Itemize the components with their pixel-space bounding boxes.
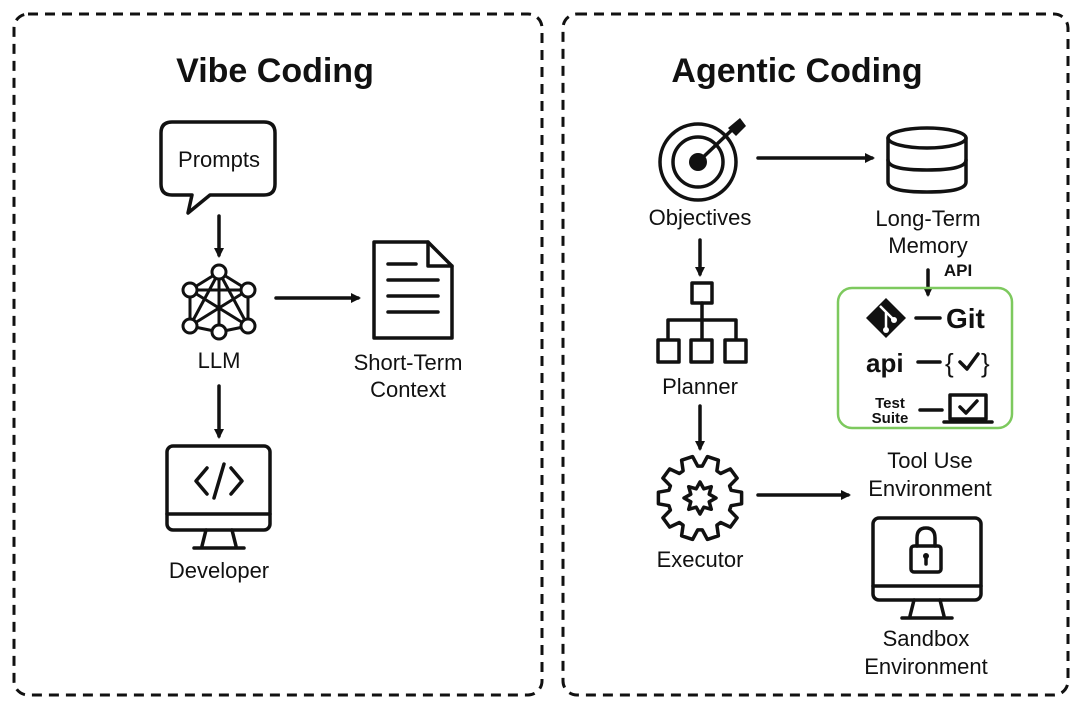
developer-label: Developer: [169, 558, 269, 583]
llm-label: LLM: [198, 348, 241, 373]
sandbox-label-2: Environment: [864, 654, 988, 679]
vibe-panel: [12, 12, 544, 697]
context-label-2: Context: [370, 377, 446, 402]
executor-label: Executor: [657, 547, 744, 572]
agentic-panel: [561, 12, 1070, 697]
monitor-lock-icon: [871, 516, 983, 620]
git-label: Git: [946, 303, 985, 334]
database-icon: [886, 126, 968, 194]
memory-label-1: Long-Term: [875, 206, 980, 231]
context-label-1: Short-Term: [354, 350, 463, 375]
agentic-title: Agentic Coding: [671, 52, 922, 90]
neural-network-icon: [181, 263, 257, 341]
test-label-1: Test: [875, 395, 905, 412]
tool-env-label-1: Tool Use: [887, 448, 973, 473]
test-label-2: Suite: [872, 410, 909, 427]
sandbox-label-1: Sandbox: [883, 626, 970, 651]
code-check-icon: { }: [945, 348, 990, 378]
target-icon: [658, 118, 746, 202]
tools-box: Git api { } Test Suite: [836, 286, 1014, 430]
api-tool-label: api: [866, 348, 904, 378]
svg-text:{: {: [945, 348, 954, 378]
monitor-code-icon: [165, 444, 272, 550]
planner-label: Planner: [662, 374, 738, 399]
laptop-check-icon: [942, 393, 994, 424]
prompts-label: Prompts: [178, 147, 260, 172]
tools-box-border: [836, 286, 1014, 430]
tool-env-label-2: Environment: [868, 476, 992, 501]
objectives-label: Objectives: [649, 205, 752, 230]
api-label: API: [944, 261, 972, 280]
speech-bubble-icon: [159, 120, 277, 215]
gear-icon: [656, 454, 744, 542]
git-logo-icon: [866, 298, 906, 338]
memory-label-2: Memory: [888, 233, 967, 258]
vibe-title: Vibe Coding: [176, 52, 374, 90]
document-icon: [372, 240, 454, 340]
svg-text:}: }: [981, 348, 990, 378]
org-chart-icon: [656, 281, 748, 364]
